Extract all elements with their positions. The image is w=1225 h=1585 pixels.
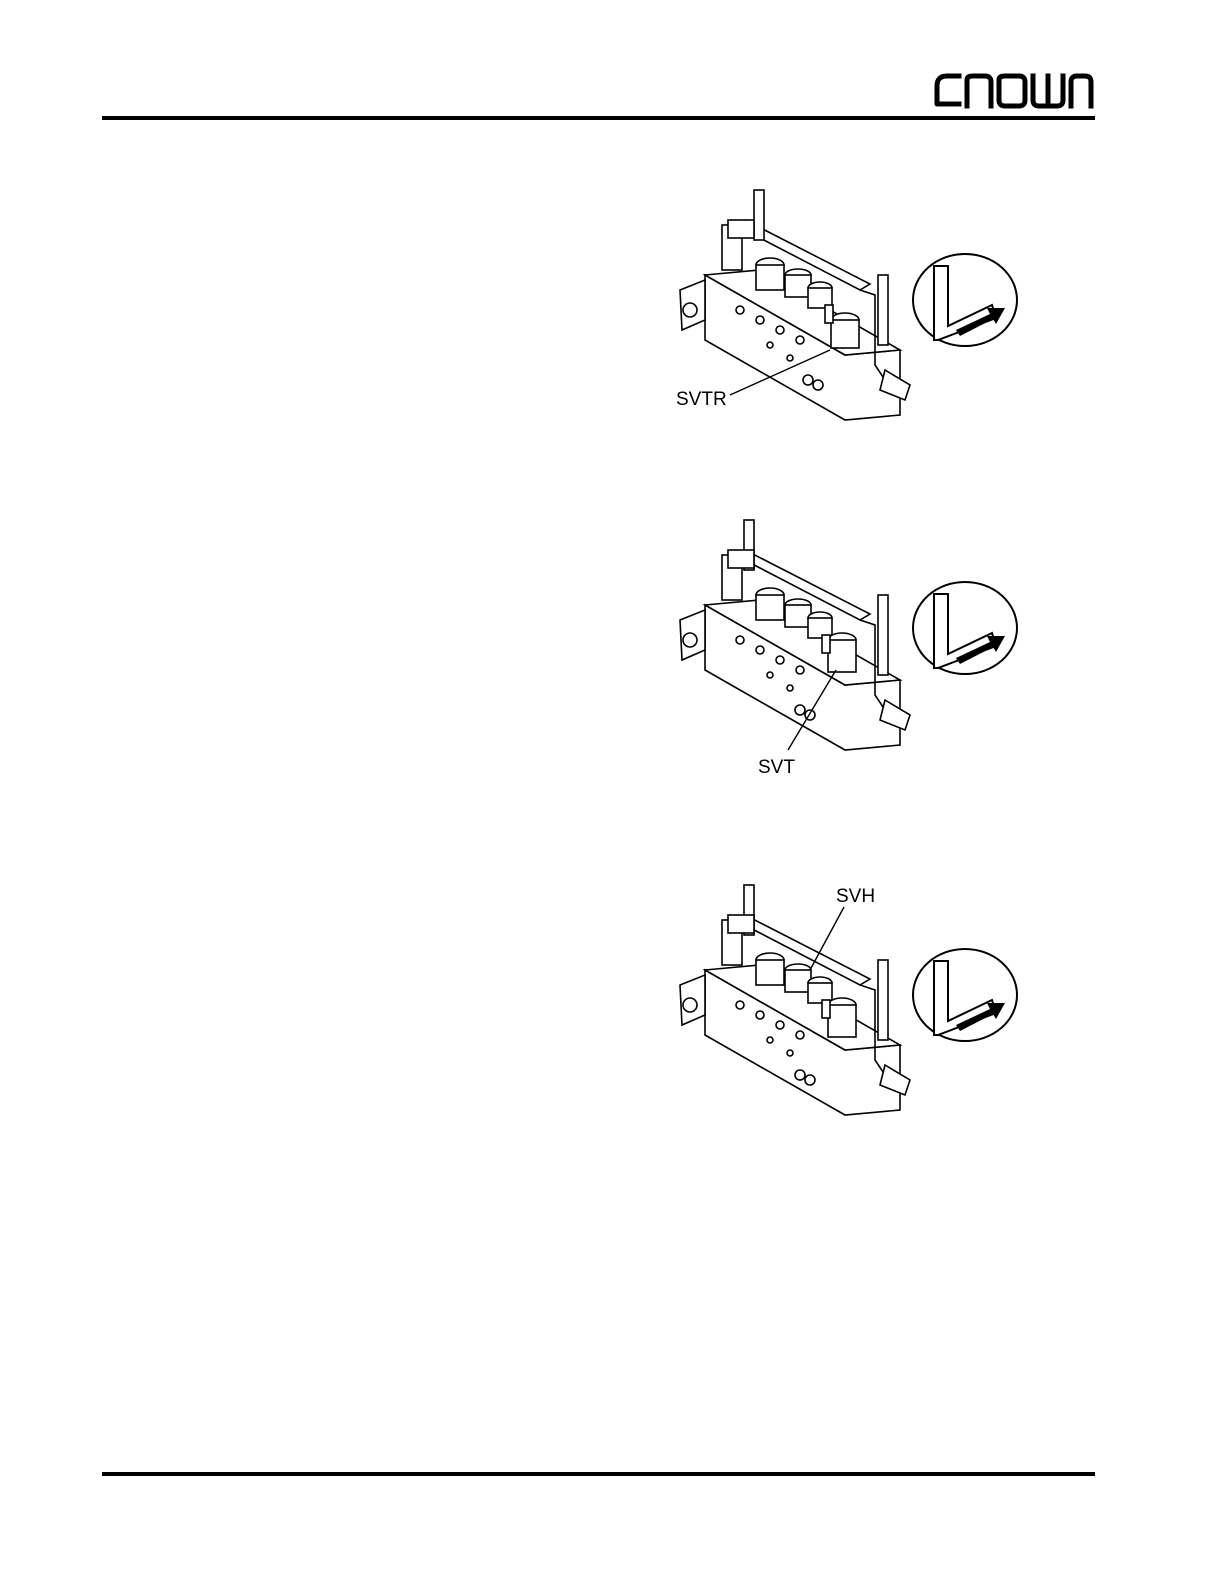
valve-figure-svt: SVT: [660, 510, 1040, 770]
crown-logo: [933, 70, 1095, 112]
valve-manifold-illustration: [660, 875, 1040, 1135]
valve-manifold-illustration: [660, 510, 1040, 770]
valve-figure-svh: SVH: [660, 875, 1040, 1135]
fork-tilt-arrow-icon: [913, 254, 1017, 346]
header-rule: [102, 116, 1095, 120]
svh-callout: SVH: [836, 887, 875, 906]
footer-rule: [102, 1472, 1095, 1476]
fork-tilt-arrow-icon: [913, 949, 1017, 1041]
valve-figure-svtr: SVTR: [660, 180, 1040, 440]
fork-tilt-arrow-icon: [913, 582, 1017, 674]
svt-callout: SVT: [758, 758, 795, 777]
svtr-callout: SVTR: [676, 390, 727, 409]
